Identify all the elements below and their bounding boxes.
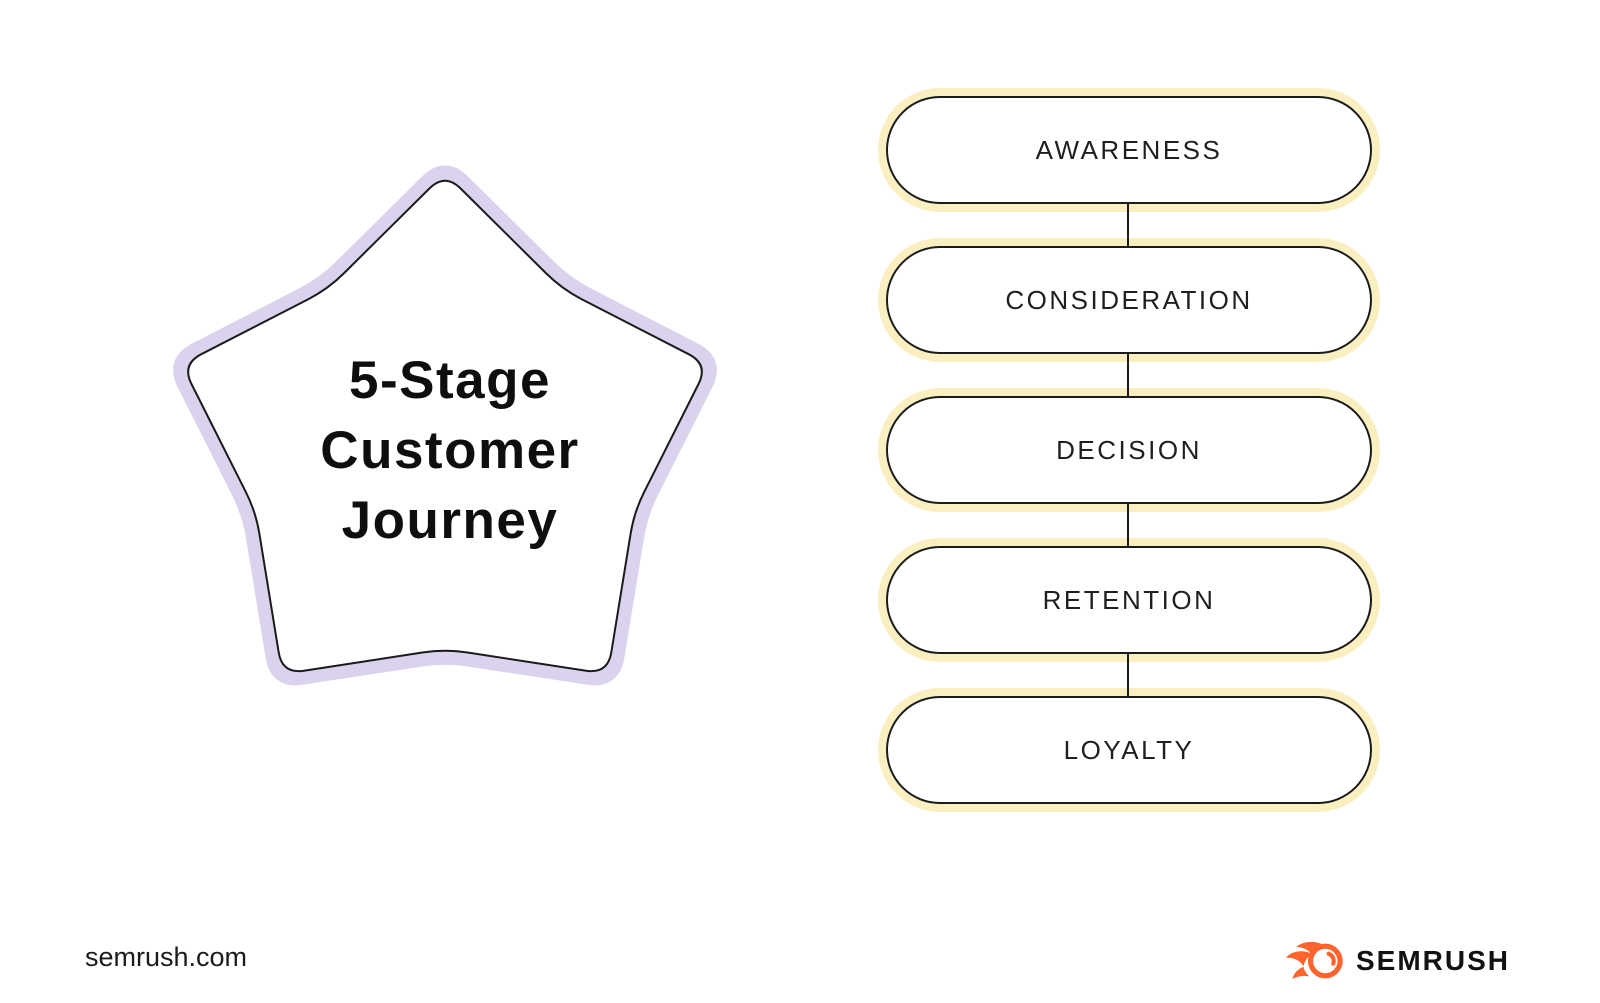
star-title-line-2: Customer [320,421,580,480]
star-badge: 5-Stage Customer Journey [160,150,740,710]
stage-label: CONSIDERATION [886,246,1372,354]
stage-label: AWARENESS [886,96,1372,204]
site-url-text: semrush.com [85,942,248,972]
semrush-flame-icon [1286,941,1343,980]
semrush-logo: SEMRUSH [1286,937,1510,985]
stage-pill-retention: RETENTION [878,538,1380,662]
stage-label: DECISION [886,396,1372,504]
stage-pill-loyalty: LOYALTY [878,688,1380,812]
stage-pill-decision: DECISION [878,388,1380,512]
star-title-line-1: 5-Stage [349,351,551,410]
semrush-wordmark: SEMRUSH [1356,945,1511,976]
connector-line [1127,200,1129,252]
connector-line [1127,350,1129,402]
connector-line [1127,500,1129,552]
stage-label: LOYALTY [886,696,1372,804]
stage-flow: AWARENESS CONSIDERATION DECISION RETENTI… [878,88,1380,900]
stage-label: RETENTION [886,546,1372,654]
stage-pill-consideration: CONSIDERATION [878,238,1380,362]
star-title: 5-Stage Customer Journey [160,346,740,556]
star-shape [173,165,717,686]
connector-line [1127,650,1129,702]
stage-pill-awareness: AWARENESS [878,88,1380,212]
star-outline-path [187,179,703,673]
star-title-line-3: Journey [341,491,559,550]
